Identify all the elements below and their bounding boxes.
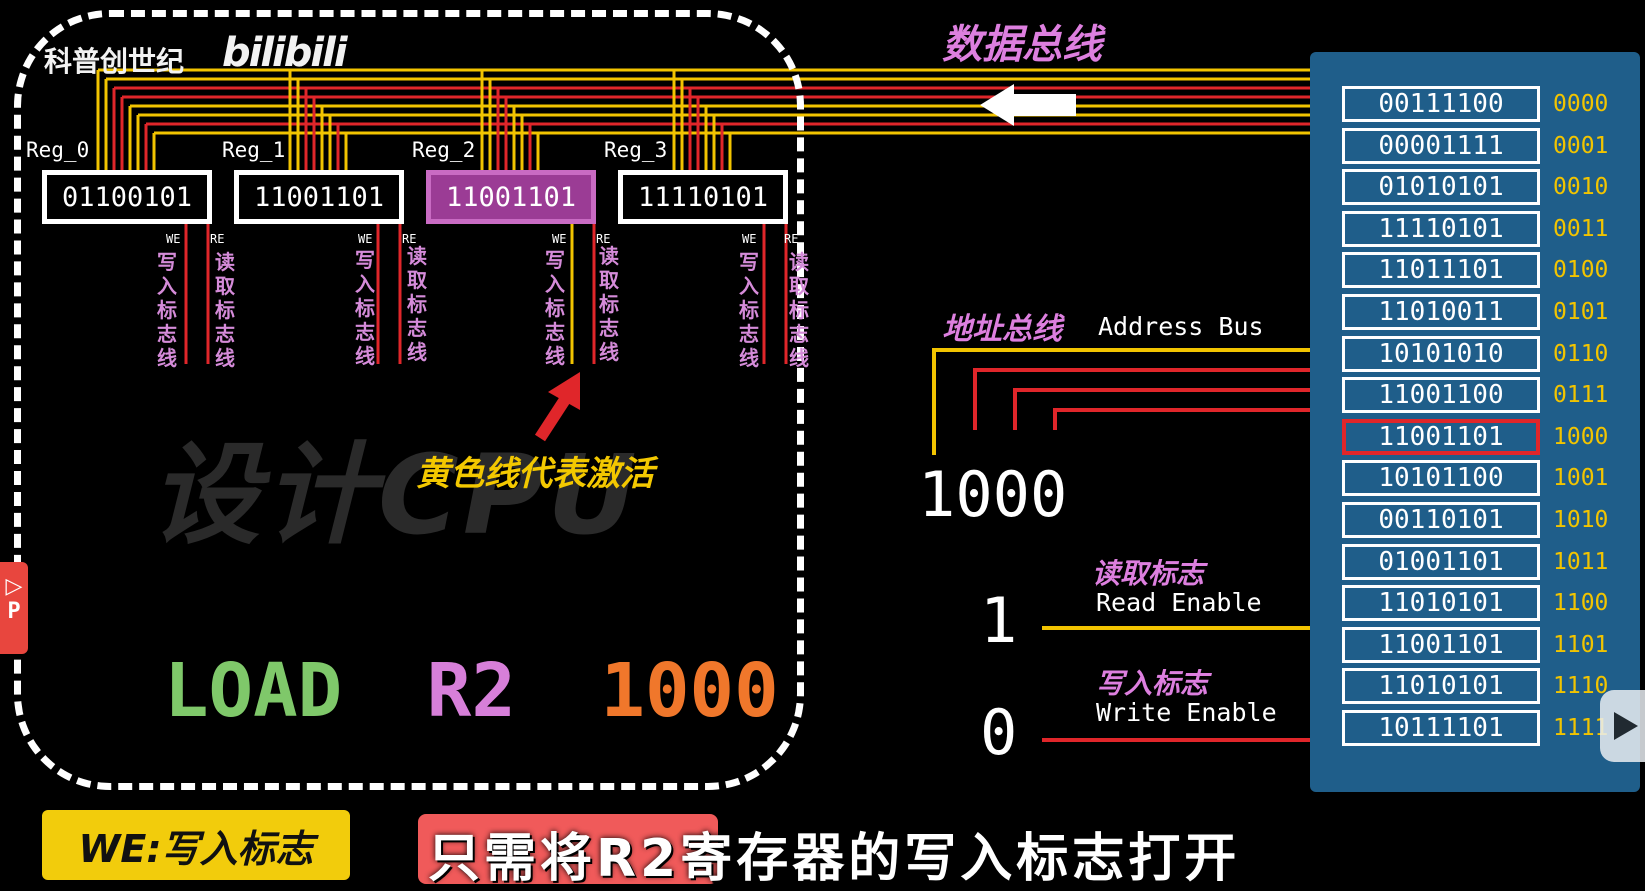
memory-cell: 00001111 [1342,127,1540,164]
register-1-box: 11001101 [234,170,404,224]
memory-address: 0110 [1553,340,1609,367]
read-flag-line-label: 读取标志线 [599,244,619,364]
register-label: Reg_0 [26,138,90,162]
address-line-bit3 [932,348,1310,455]
we-abbr: WE [742,232,757,246]
memory-address: 1100 [1553,590,1609,617]
address-bus-title-cn: 地址总线 [942,312,1062,347]
address-bus-title-en: Address Bus [1098,312,1264,341]
memory-cell: 00110101 [1342,502,1540,538]
write-enable-title-cn: 写入标志 [1096,667,1209,700]
re-abbr: RE [784,232,799,246]
instruction-address: 1000 [600,648,779,734]
address-value: 1000 [918,458,1068,531]
register-bus-taps [96,70,732,170]
read-flag-line-label: 读取标志线 [215,250,235,370]
memory-cell: 10101100 [1342,460,1540,497]
memory-address: 0100 [1553,257,1609,284]
memory-address: 0111 [1553,382,1609,409]
memory-address: 0000 [1553,91,1609,117]
memory-address: 0011 [1553,215,1609,242]
re-abbr: RE [596,232,611,246]
register-file-frame [14,10,804,790]
register-flag-lines [184,224,788,364]
memory-address: 0001 [1553,132,1609,159]
address-line-bit2 [973,368,1310,430]
memory-cell: 10101010 [1342,335,1540,372]
address-bus-lines [932,348,1310,455]
subtitle-highlight [418,814,718,884]
memory-cell: 00111100 [1342,86,1540,122]
we-abbr: WE [358,232,373,246]
memory-cell: 11010101 [1342,585,1540,622]
write-flag-line-label: 写入标志线 [739,250,759,370]
memory-cell: 11001100 [1342,377,1540,414]
memory-cell: 11010011 [1342,294,1540,330]
side-play-tab[interactable]: ▷ P [0,562,28,654]
write-enable-value: 0 [980,696,1018,769]
memory-address: 1001 [1553,465,1609,492]
subtitle-text: 只需将R2寄存器的写入标志打开 [428,829,1241,889]
memory-cell: 10111101 [1342,710,1540,746]
play-icon [1614,712,1638,740]
memory-cell: 11110101 [1342,210,1540,247]
read-flag-line-label: 读取标志线 [407,244,427,364]
read-enable-value: 1 [980,584,1018,657]
write-flag-line-label: 写入标志线 [355,248,375,368]
we-abbr: WE [552,232,567,246]
play-icon: ▷ [5,574,23,599]
memory-cell: 11001101 [1342,418,1540,455]
instruction-opcode: LOAD [164,648,343,734]
register-3-box: 11110101 [618,170,788,224]
re-abbr: RE [210,232,225,246]
memory-address: 0101 [1553,299,1609,325]
read-enable-title-cn: 读取标志 [1092,557,1205,590]
register-2-box: 11001101 [426,170,596,224]
write-flag-line-label: 写入标志线 [157,250,177,370]
memory-address: 1101 [1553,631,1609,658]
memory-cell: 01010101 [1342,169,1540,206]
memory-address: 1110 [1553,673,1609,700]
memory-address: 1010 [1553,507,1609,533]
memory-cell: 01001101 [1342,543,1540,580]
data-bus-title: 数据总线 [942,22,1102,68]
memory-address: 1011 [1553,548,1609,575]
annotation-arrow-icon [534,372,580,442]
read-flag-line-label: 读取标志线 [789,250,809,370]
re-abbr: RE [402,232,417,246]
memory-cell: 11011101 [1342,252,1540,289]
read-enable-title-en: Read Enable [1096,588,1262,617]
write-flag-line-label: 写入标志线 [545,248,565,368]
memory-cell: 11001101 [1342,626,1540,663]
player-play-button[interactable] [1600,690,1645,762]
memory-address: 1000 [1553,423,1609,450]
we-abbr: WE [166,232,181,246]
channel-watermark: 科普创世纪 [44,45,185,78]
instruction-register: R2 [426,648,516,734]
register-label: Reg_3 [604,138,668,162]
bilibili-logo-icon: bilibili [222,30,348,76]
address-line-bit1 [1013,388,1310,430]
memory-address: 1111 [1553,715,1609,741]
register-label: Reg_1 [222,138,286,162]
annotation-text: 黄色线代表激活 [416,454,654,494]
register-0-box: 01100101 [42,170,212,224]
bus-direction-arrow-icon [980,84,1076,126]
write-enable-title-en: Write Enable [1096,698,1277,727]
side-tab-letter: P [7,599,21,624]
register-label: Reg_2 [412,138,476,162]
background-watermark: 设计CPU [150,431,641,559]
memory-cell: 11010101 [1342,668,1540,705]
memory-address: 0010 [1553,174,1609,201]
subtitle-tag: WE:写入标志 [42,810,350,880]
address-line-bit0 [1053,408,1310,430]
